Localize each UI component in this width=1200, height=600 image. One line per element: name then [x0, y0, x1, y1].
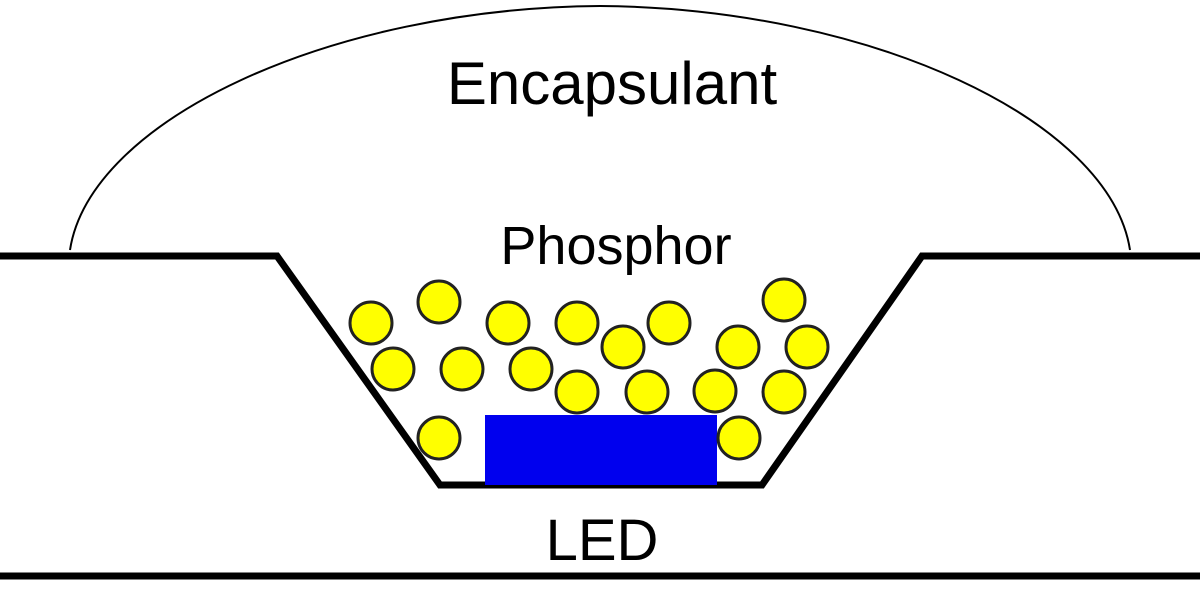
- led-label: LED: [546, 508, 659, 573]
- phosphor-particle: [624, 369, 670, 415]
- phosphor-particle: [761, 277, 807, 323]
- phosphor-particle: [348, 300, 394, 346]
- phosphor-particle: [416, 415, 462, 461]
- phosphor-label: Phosphor: [500, 216, 731, 276]
- phosphor-particles: [348, 277, 830, 461]
- phosphor-particle: [554, 369, 600, 415]
- phosphor-particle: [439, 346, 485, 392]
- phosphor-particle: [715, 324, 761, 370]
- phosphor-particle: [370, 346, 416, 392]
- phosphor-particle: [416, 279, 462, 325]
- phosphor-particle: [716, 415, 762, 461]
- phosphor-particle: [784, 324, 830, 370]
- phosphor-particle: [554, 300, 600, 346]
- phosphor-particle: [485, 300, 531, 346]
- phosphor-particle: [692, 368, 738, 414]
- led-chip: [485, 415, 717, 485]
- phosphor-particle: [646, 300, 692, 346]
- encapsulant-label: Encapsulant: [447, 50, 778, 117]
- encapsulant-dome: [69, 4, 1131, 251]
- phosphor-particle: [761, 369, 807, 415]
- phosphor-particle: [600, 324, 646, 370]
- phosphor-particle: [508, 346, 554, 392]
